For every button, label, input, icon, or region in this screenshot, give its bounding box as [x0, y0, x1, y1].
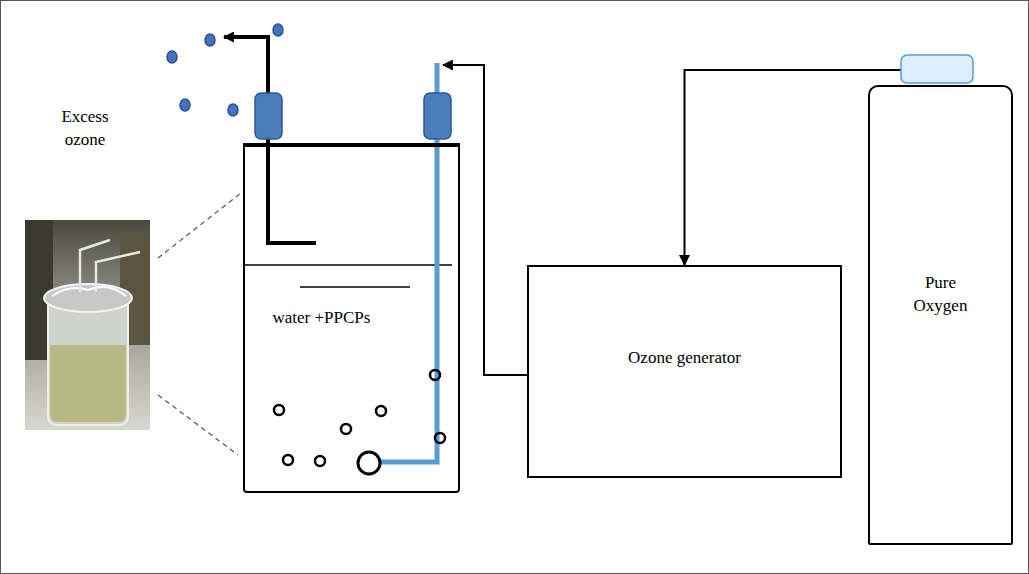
oxygen-cylinder: Pure Oxygen	[868, 85, 1013, 545]
node-label: Pure Oxygen	[905, 272, 977, 543]
reactor-beaker: water +PPCPs	[243, 143, 460, 493]
node-label: water +PPCPs	[245, 307, 398, 330]
water-surface	[245, 264, 452, 266]
diffuser	[358, 452, 380, 474]
tube-fitting	[424, 93, 451, 139]
outlet-tube	[224, 37, 316, 243]
cylinder-valve	[901, 55, 973, 83]
tube-fitting	[255, 93, 282, 139]
leader-line	[158, 395, 238, 455]
outlet-label: Excess ozone	[40, 106, 130, 152]
reactor-photo	[25, 220, 150, 430]
inlet-tube	[381, 63, 437, 462]
bubbles	[274, 370, 445, 466]
generator-box: Ozone generator	[527, 265, 842, 478]
water-surface	[300, 286, 410, 288]
leader-line	[158, 193, 241, 258]
node-label: Ozone generator	[628, 347, 741, 370]
gas-line	[443, 65, 527, 375]
